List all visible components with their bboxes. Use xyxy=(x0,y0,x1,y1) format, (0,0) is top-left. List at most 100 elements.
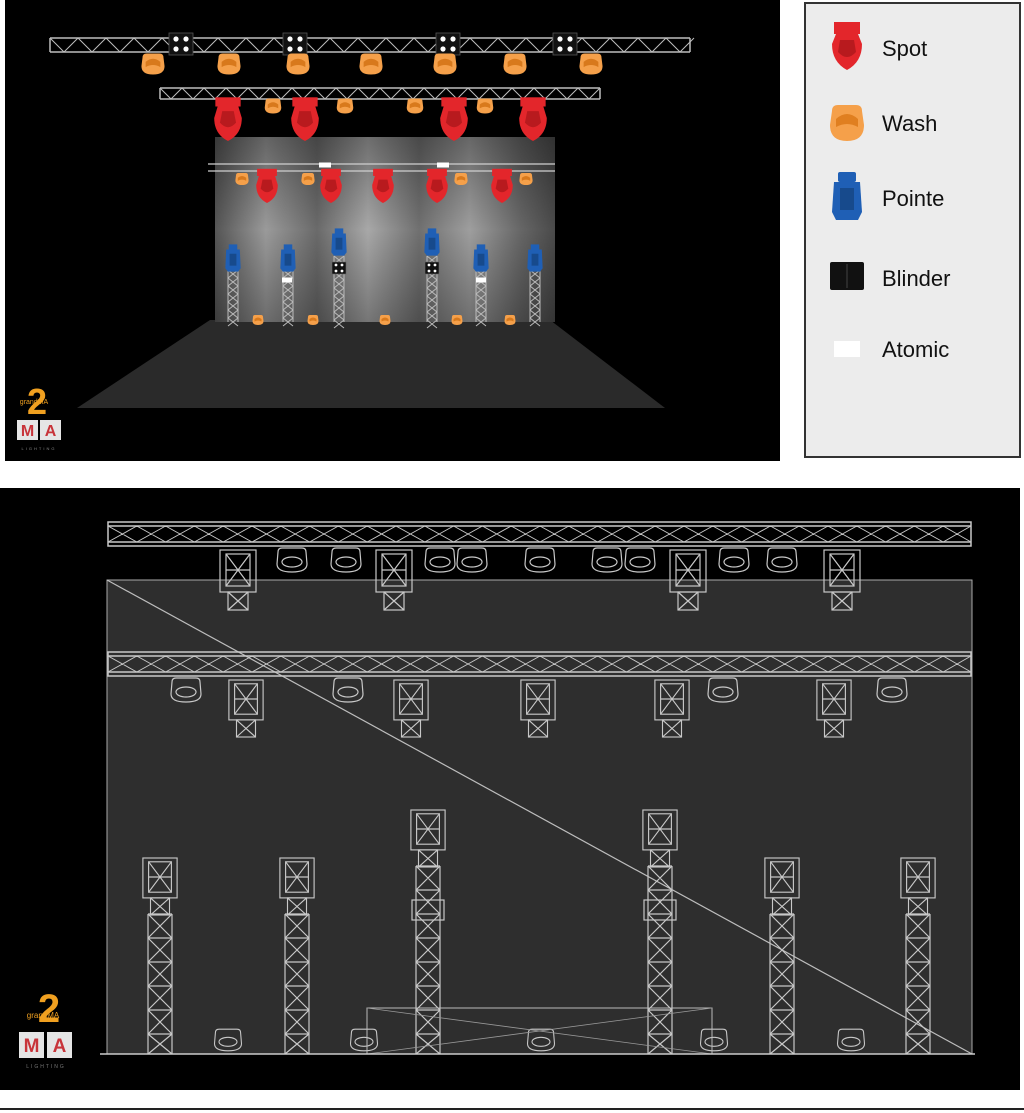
stage-wireframe-render xyxy=(100,521,975,1055)
moving-head-wireframe xyxy=(279,857,315,916)
blinder-fixture xyxy=(424,261,440,275)
wash-fixture xyxy=(451,315,463,325)
diagonal-line xyxy=(106,579,973,1055)
atomic-fixture xyxy=(282,277,292,283)
wash-fixture-wireframe xyxy=(330,547,362,573)
legend-label-atomic: Atomic xyxy=(882,337,950,362)
wash-fixture xyxy=(336,98,354,114)
svg-text:M: M xyxy=(21,423,34,440)
wireframe-tower xyxy=(284,913,310,1055)
top-truss-1 xyxy=(49,37,695,53)
blinder-fixture xyxy=(331,261,347,275)
legend-label-spot: Spot xyxy=(882,36,928,61)
svg-text:grandMA: grandMA xyxy=(20,399,49,406)
spot-fixture xyxy=(440,97,468,141)
spot-fixture xyxy=(491,168,513,203)
moving-head-wireframe xyxy=(900,857,936,916)
wash-fixture-wireframe xyxy=(424,547,456,573)
moving-head-wireframe xyxy=(654,679,690,738)
pointe-fixture-icon xyxy=(820,172,880,222)
wash-fixture xyxy=(301,173,315,185)
wash-fixture xyxy=(264,98,282,114)
moving-head-wireframe xyxy=(393,679,429,738)
legend-label-wash: Wash xyxy=(882,111,938,136)
lower-truss xyxy=(107,651,972,677)
wash-fixture-wireframe xyxy=(276,547,308,573)
wash-fixture xyxy=(454,173,468,185)
svg-text:LIGHTING: LIGHTING xyxy=(26,1064,66,1070)
wireframe-tower xyxy=(905,913,931,1055)
wash-fixture xyxy=(217,53,241,75)
wash-fixture-wireframe xyxy=(349,1028,379,1052)
wash-fixture-wireframe xyxy=(213,1028,243,1052)
wash-fixture-icon xyxy=(820,97,880,147)
stage-3d-render xyxy=(49,32,695,408)
pointe-fixture xyxy=(527,244,543,272)
truss-tower xyxy=(529,269,541,327)
wash-fixture xyxy=(433,53,457,75)
spot-fixture xyxy=(214,97,242,141)
wash-fixture xyxy=(286,53,310,75)
wash-fixture xyxy=(307,315,319,325)
wash-fixture xyxy=(519,173,533,185)
pointe-fixture xyxy=(225,244,241,272)
wash-fixture-wireframe xyxy=(699,1028,729,1052)
pointe-fixture xyxy=(424,228,440,256)
svg-text:2: 2 xyxy=(27,382,47,422)
pointe-fixture xyxy=(280,244,296,272)
stage-wireframe-view: 2 grandMA M A LIGHTING xyxy=(0,488,1020,1090)
wash-fixture xyxy=(141,53,165,75)
svg-text:grandMA: grandMA xyxy=(27,1011,60,1020)
wash-fixture-wireframe xyxy=(836,1028,866,1052)
spot-fixture xyxy=(372,168,394,203)
moving-head-wireframe xyxy=(816,679,852,738)
moving-head-wireframe xyxy=(228,679,264,738)
moving-head-wireframe xyxy=(764,857,800,916)
wireframe-tower xyxy=(415,865,441,1055)
wash-fixture-wireframe xyxy=(332,677,364,703)
spot-fixture xyxy=(320,168,342,203)
wash-fixture xyxy=(252,315,264,325)
moving-head-wireframe xyxy=(520,679,556,738)
wash-fixture xyxy=(579,53,603,75)
atomic-fixture-icon xyxy=(820,323,880,373)
blinder-fixture-icon xyxy=(820,252,880,302)
pointe-fixture xyxy=(473,244,489,272)
blinder-fixture xyxy=(435,32,461,56)
wireframe-tower xyxy=(647,865,673,1055)
fixture-legend: Spot Wash Pointe Blinder xyxy=(804,2,1021,458)
pointe-fixture xyxy=(331,228,347,256)
moving-head-wireframe xyxy=(375,549,413,611)
wash-fixture xyxy=(235,173,249,185)
atomic-fixture xyxy=(319,162,331,168)
wash-fixture-wireframe xyxy=(624,547,656,573)
svg-text:LIGHTING: LIGHTING xyxy=(22,446,57,451)
wash-fixture xyxy=(379,315,391,325)
tower-clamp xyxy=(643,899,677,921)
wash-fixture-wireframe xyxy=(524,547,556,573)
moving-head-wireframe xyxy=(669,549,707,611)
grandma2-logo-bottom: 2 grandMA M A LIGHTING xyxy=(17,988,77,1078)
spot-fixture-icon xyxy=(820,22,880,72)
svg-text:M: M xyxy=(24,1036,40,1057)
spot-fixture xyxy=(256,168,278,203)
wash-fixture-wireframe xyxy=(707,677,739,703)
wireframe-tower xyxy=(769,913,795,1055)
legend-label-blinder: Blinder xyxy=(882,266,951,291)
tower-clamp xyxy=(411,899,445,921)
svg-text:A: A xyxy=(45,423,57,440)
wash-fixture-wireframe xyxy=(766,547,798,573)
grandma2-logo: 2 grandMA M A LIGHTING xyxy=(17,382,67,454)
legend-item-spot: Spot xyxy=(816,22,1016,72)
upper-truss xyxy=(107,521,972,547)
atomic-fixture xyxy=(437,162,449,168)
spot-fixture xyxy=(519,97,547,141)
blinder-fixture xyxy=(282,32,308,56)
legend-item-blinder: Blinder xyxy=(816,252,1016,302)
wash-fixture xyxy=(359,53,383,75)
legend-label-pointe: Pointe xyxy=(882,186,945,211)
stage-floor xyxy=(77,320,665,408)
truss-tower xyxy=(227,269,239,327)
page-rule xyxy=(0,1108,1024,1110)
blinder-fixture xyxy=(168,32,194,56)
